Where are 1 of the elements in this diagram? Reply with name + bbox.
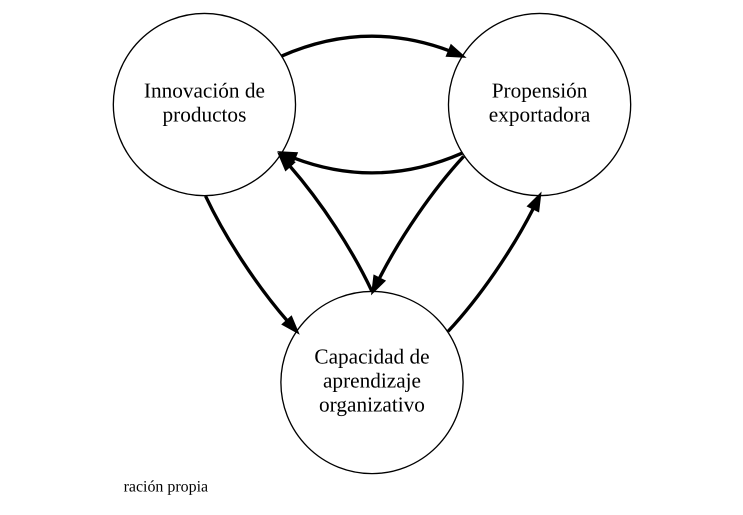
caption: ración propia [123, 478, 208, 496]
